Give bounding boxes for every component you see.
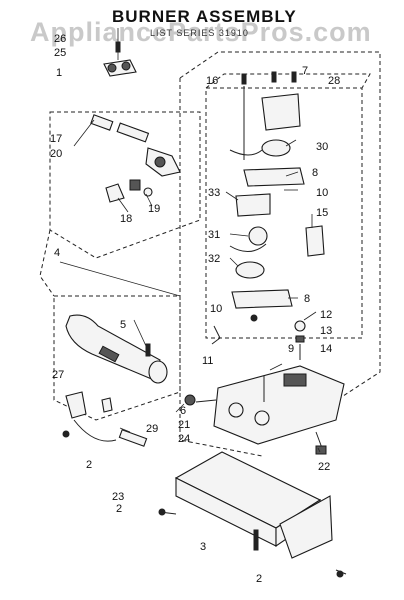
callout-2-left: 2 <box>86 459 92 471</box>
link-line-2 <box>59 261 181 297</box>
pilot-box-outline <box>49 111 201 259</box>
callout-2-mid: 2 <box>116 503 122 515</box>
callout-4: 4 <box>54 247 60 259</box>
callout-2-bottom: 2 <box>256 573 262 585</box>
callout-13: 13 <box>320 325 332 337</box>
callout-28: 28 <box>328 75 340 87</box>
callout-10-lower: 10 <box>210 303 222 315</box>
burner-box-outline <box>53 295 181 421</box>
callout-16: 16 <box>206 75 218 87</box>
bottom-bracket-part <box>158 451 347 578</box>
callout-26: 26 <box>54 33 66 45</box>
callout-7: 7 <box>302 65 308 77</box>
callout-10-upper: 10 <box>316 187 328 199</box>
pilot-tube-part <box>90 114 181 203</box>
callout-33: 33 <box>208 187 220 199</box>
callout-27: 27 <box>52 369 64 381</box>
callout-8-lower: 8 <box>304 293 310 305</box>
callout-23: 23 <box>112 491 124 503</box>
callout-20: 20 <box>50 148 62 160</box>
top-clamp-part <box>103 41 137 77</box>
valve-box-outline <box>205 87 363 339</box>
housing-left-edge <box>179 78 263 457</box>
callout-5: 5 <box>120 319 126 331</box>
callout-18: 18 <box>120 213 132 225</box>
callout-8-upper: 8 <box>312 167 318 179</box>
callout-30: 30 <box>316 141 328 153</box>
callout-15: 15 <box>316 207 328 219</box>
watermark-text: AppliancePartsPros.com <box>30 17 372 47</box>
callout-22: 22 <box>318 461 330 473</box>
callout-32: 32 <box>208 253 220 265</box>
callout-labels: 26 25 1 17 20 18 19 4 5 27 6 29 21 24 2 … <box>50 33 340 585</box>
callout-17: 17 <box>50 133 62 145</box>
callout-19: 19 <box>148 203 160 215</box>
callout-14: 14 <box>320 343 332 355</box>
diagram-subtitle: LIST SERIES 31910 <box>150 28 249 38</box>
gas-valve-body <box>184 365 345 455</box>
callout-25: 25 <box>54 47 66 59</box>
callout-31: 31 <box>208 229 220 241</box>
link-line-1 <box>39 229 55 297</box>
leader-lines <box>73 119 321 453</box>
valve-box-top <box>205 73 371 89</box>
thermostat-stack <box>211 71 325 360</box>
callout-11: 11 <box>202 355 213 367</box>
burner-part <box>62 314 168 447</box>
callout-12: 12 <box>320 309 332 321</box>
diagram-title: BURNER ASSEMBLY <box>112 7 297 26</box>
callout-9: 9 <box>288 343 294 355</box>
callout-6: 6 <box>180 405 186 417</box>
callout-29: 29 <box>146 423 158 435</box>
callout-3: 3 <box>200 541 206 553</box>
callout-1: 1 <box>56 67 62 79</box>
callout-21: 21 <box>178 419 190 431</box>
callout-24: 24 <box>178 433 190 445</box>
